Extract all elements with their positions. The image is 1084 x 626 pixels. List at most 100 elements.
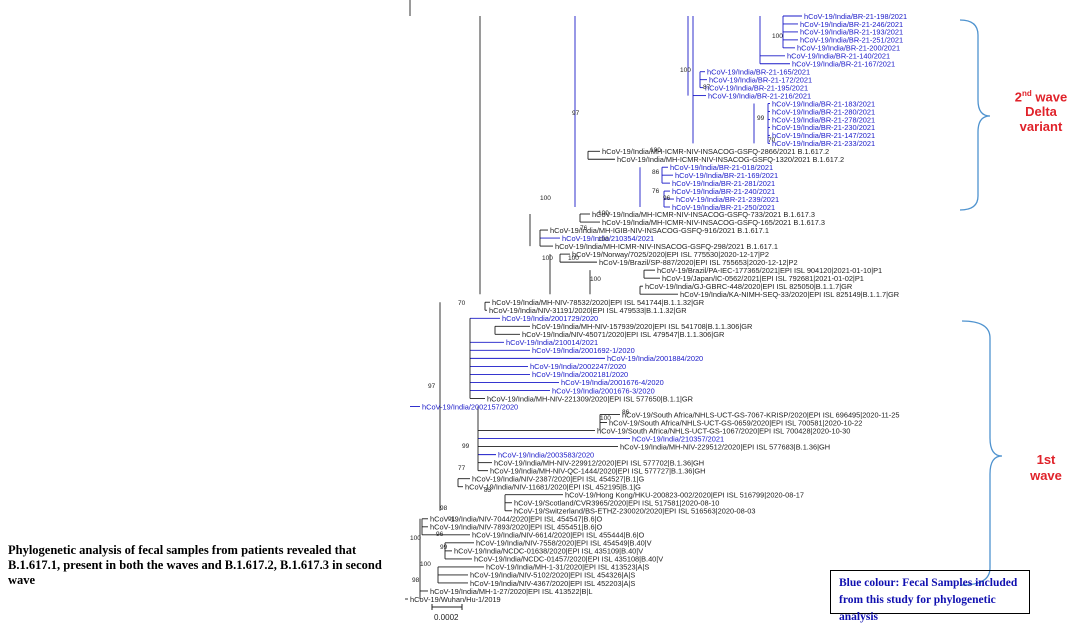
leaf-label: hCoV-19/India/BR-21-230/2021 — [772, 123, 875, 132]
bootstrap-value: 100 — [598, 210, 609, 217]
legend-note-box: Blue colour: Fecal Samples included from… — [830, 570, 1030, 623]
leaf-label: hCoV-19/South Africa/NHLS-UCT-GS-1067/20… — [597, 426, 850, 435]
bootstrap-value: 86 — [622, 409, 630, 416]
leaf-label: hCoV-19/India/NIV-6614/2020|EPI ISL 4554… — [472, 531, 645, 540]
bootstrap-value: 100 — [590, 276, 601, 283]
leaf-label: hCoV-19/Switzerland/BS-ETHZ-230020/2020|… — [514, 507, 755, 516]
bootstrap-value: 97 — [428, 383, 436, 390]
leaf-label: hCoV-19/India/BR-21-239/2021 — [676, 195, 779, 204]
leaf-label: hCoV-19/India/MH-ICMR-NIV-INSACOG-GSFQ-1… — [602, 218, 825, 227]
second-wave-delta-label: 2nd wave Delta variant — [1000, 86, 1082, 134]
bootstrap-value: 83 — [484, 487, 492, 494]
leaf-label: hCoV-19/India/NIV-11681/2020|EPI ISL 452… — [465, 483, 641, 492]
leaf-label: hCoV-19/India/MH-NIV-157939/2020|EPI ISL… — [532, 322, 752, 331]
first-text: 1st — [1036, 452, 1056, 467]
first-wave-label: 1st wave — [1026, 452, 1066, 484]
leaf-label: hCoV-19/India/BR-21-216/2021 — [708, 91, 811, 100]
bootstrap-value: 91 — [448, 516, 456, 523]
leaf-label: hCoV-19/India/BR-21-250/2021 — [672, 203, 775, 212]
bootstrap-value: 87 — [703, 84, 711, 91]
leaf-label: hCoV-19/India/BR-21-280/2021 — [772, 107, 875, 116]
leaf-label: hCoV-19/India/NIV-2387/2020|EPI ISL 4545… — [472, 474, 645, 483]
bootstrap-value: 100 — [772, 33, 783, 40]
leaf-label: hCoV-19/India/BR-21-233/2021 — [772, 139, 875, 148]
figure-caption: Phylogenetic analysis of fecal samples f… — [8, 543, 382, 587]
leaf-label: hCoV-19/India/MH-ICMR-NIV-INSACOG-GSFQ-7… — [592, 210, 815, 219]
bootstrap-value: 99 — [462, 443, 470, 450]
bootstrap-value: 77 — [458, 465, 466, 472]
bootstrap-value: 100 — [600, 415, 611, 422]
leaf-label: hCoV-19/India/BR-21-147/2021 — [772, 131, 875, 140]
leaf-label: hCoV-19/India/2001884/2020 — [607, 354, 703, 363]
tree-branches — [405, 0, 802, 600]
leaf-label: hCoV-19/Brazil/SP-887/2020|EPI ISL 75565… — [599, 258, 798, 267]
leaf-label: hCoV-19/India/BR-21-240/2021 — [672, 187, 775, 196]
leaf-label: hCoV-19/India/2002157/2020 — [422, 402, 518, 411]
bootstrap-value: 100 — [542, 255, 553, 262]
leaf-label: hCoV-19/Scotland/CVR3965/2020|EPI ISL 51… — [514, 499, 719, 508]
leaf-label: hCoV-19/India/NIV-45071/2020|EPI ISL 479… — [522, 330, 724, 339]
bootstrap-value: 97 — [572, 110, 580, 117]
leaf-label: hCoV-19/India/MH-NIV-229912/2020|EPI ISL… — [494, 458, 704, 467]
leaf-label: hCoV-19/India/BR-21-195/2021 — [705, 83, 808, 92]
leaf-label: hCoV-19/India/2003583/2020 — [498, 450, 594, 459]
bootstrap-value: 98 — [412, 577, 420, 584]
bootstrap-value: 76 — [652, 188, 660, 195]
leaf-label: hCoV-19/India/2002247/2020 — [530, 362, 626, 371]
leaf-label: hCoV-19/India/NCDC-01457/2020|EPI ISL 43… — [474, 555, 663, 564]
leaf-label: hCoV-19/India/BR-21-251/2021 — [800, 36, 903, 45]
bootstrap-value: 76 — [580, 225, 588, 232]
leaf-label: hCoV-19/India/MH-ICMR-NIV-INSACOG-GSFQ-1… — [617, 155, 844, 164]
leaf-label: hCoV-19/India/BR-21-281/2021 — [672, 179, 775, 188]
leaf-label: hCoV-19/Japan/IC-0562/2021|EPI ISL 79268… — [662, 274, 864, 283]
leaf-label: hCoV-19/Hong Kong/HKU-200823-002/2020|EP… — [565, 491, 804, 500]
leaf-label: hCoV-19/India/BR-21-183/2021 — [772, 99, 875, 108]
leaf-label: hCoV-19/Wuhan/Hu-1/2019 — [410, 595, 501, 604]
scale-bar-label: 0.0002 — [434, 613, 459, 622]
bootstrap-value: 100 — [568, 255, 579, 262]
leaf-label: hCoV-19/India/MH-ICMR-NIV-INSACOG-GSFQ-2… — [555, 242, 778, 251]
leaf-label: hCoV-19/India/NIV-31191/2020|EPI ISL 479… — [489, 306, 687, 315]
wave2-ordinal: nd — [1022, 89, 1032, 98]
variant-text: variant — [1019, 119, 1063, 135]
leaf-label: hCoV-19/India/BR-21-169/2021 — [675, 171, 778, 180]
leaf-label: hCoV-19/India/NIV-7893/2020|EPI ISL 4554… — [430, 523, 603, 532]
leaf-label: hCoV-19/India/BR-21-018/2021 — [670, 163, 773, 172]
leaf-label: hCoV-19/India/BR-21-278/2021 — [772, 115, 875, 124]
leaf-label: hCoV-19/India/2002181/2020 — [532, 370, 628, 379]
bootstrap-value: 100 — [410, 535, 421, 542]
bootstrap-value: 100 — [650, 147, 661, 154]
leaf-label: hCoV-19/India/210354/2021 — [562, 234, 654, 243]
wave-text: wave — [1030, 468, 1062, 483]
leaf-label: hCoV-19/India/MH-NIV-221309/2020|EPI ISL… — [487, 394, 693, 403]
leaf-label: hCoV-19/India/NIV-5102/2020|EPI ISL 4543… — [470, 571, 635, 580]
leaf-label: hCoV-19/South Africa/NHLS-UCT-GS-7067-KR… — [622, 410, 899, 419]
leaf-label: hCoV-19/Norway/7025/2020|EPI ISL 775530|… — [572, 250, 769, 259]
leaf-label: hCoV-19/India/BR-21-246/2021 — [800, 20, 903, 29]
leaf-label: hCoV-19/India/210357/2021 — [632, 434, 724, 443]
bootstrap-value: 100 — [680, 67, 691, 74]
leaf-label: hCoV-19/India/BR-21-172/2021 — [709, 75, 812, 84]
leaf-label: hCoV-19/India/BR-21-193/2021 — [800, 28, 903, 37]
bootstrap-value: 70 — [768, 137, 776, 144]
leaf-label: hCoV-19/India/NIV-7558/2020|EPI ISL 4545… — [476, 539, 652, 548]
wave2-word: wave — [1031, 89, 1068, 105]
first-wave-bracket — [961, 320, 1003, 586]
bootstrap-labels: 1001008799709710086769610010010076100100… — [410, 33, 783, 584]
leaf-label: hCoV-19/India/2001676-4/2020 — [561, 378, 664, 387]
bootstrap-value: 98 — [440, 505, 448, 512]
leaf-label: hCoV-19/India/2001676-3/2020 — [552, 386, 655, 395]
bootstrap-value: 99 — [440, 544, 448, 551]
bootstrap-value: 100 — [598, 236, 609, 243]
leaf-label: hCoV-19/India/2001729/2020 — [502, 314, 598, 323]
bootstrap-value: 70 — [458, 300, 466, 307]
leaf-label: hCoV-19/India/2001692-1/2020 — [532, 346, 635, 355]
bootstrap-value: 100 — [420, 561, 431, 568]
leaf-label: hCoV-19/India/MH-1-27/2020|EPI ISL 41352… — [430, 587, 592, 596]
leaf-label: hCoV-19/India/BR-21-165/2021 — [707, 68, 810, 77]
wave2-number: 2 — [1014, 89, 1023, 105]
leaf-label: hCoV-19/India/MH-ICMR-NIV-INSACOG-GSFQ-2… — [602, 147, 829, 156]
leaf-label: hCoV-19/India/210014/2021 — [506, 338, 598, 347]
leaf-label: hCoV-19/India/MH-1-31/2020|EPI ISL 41352… — [486, 563, 649, 572]
